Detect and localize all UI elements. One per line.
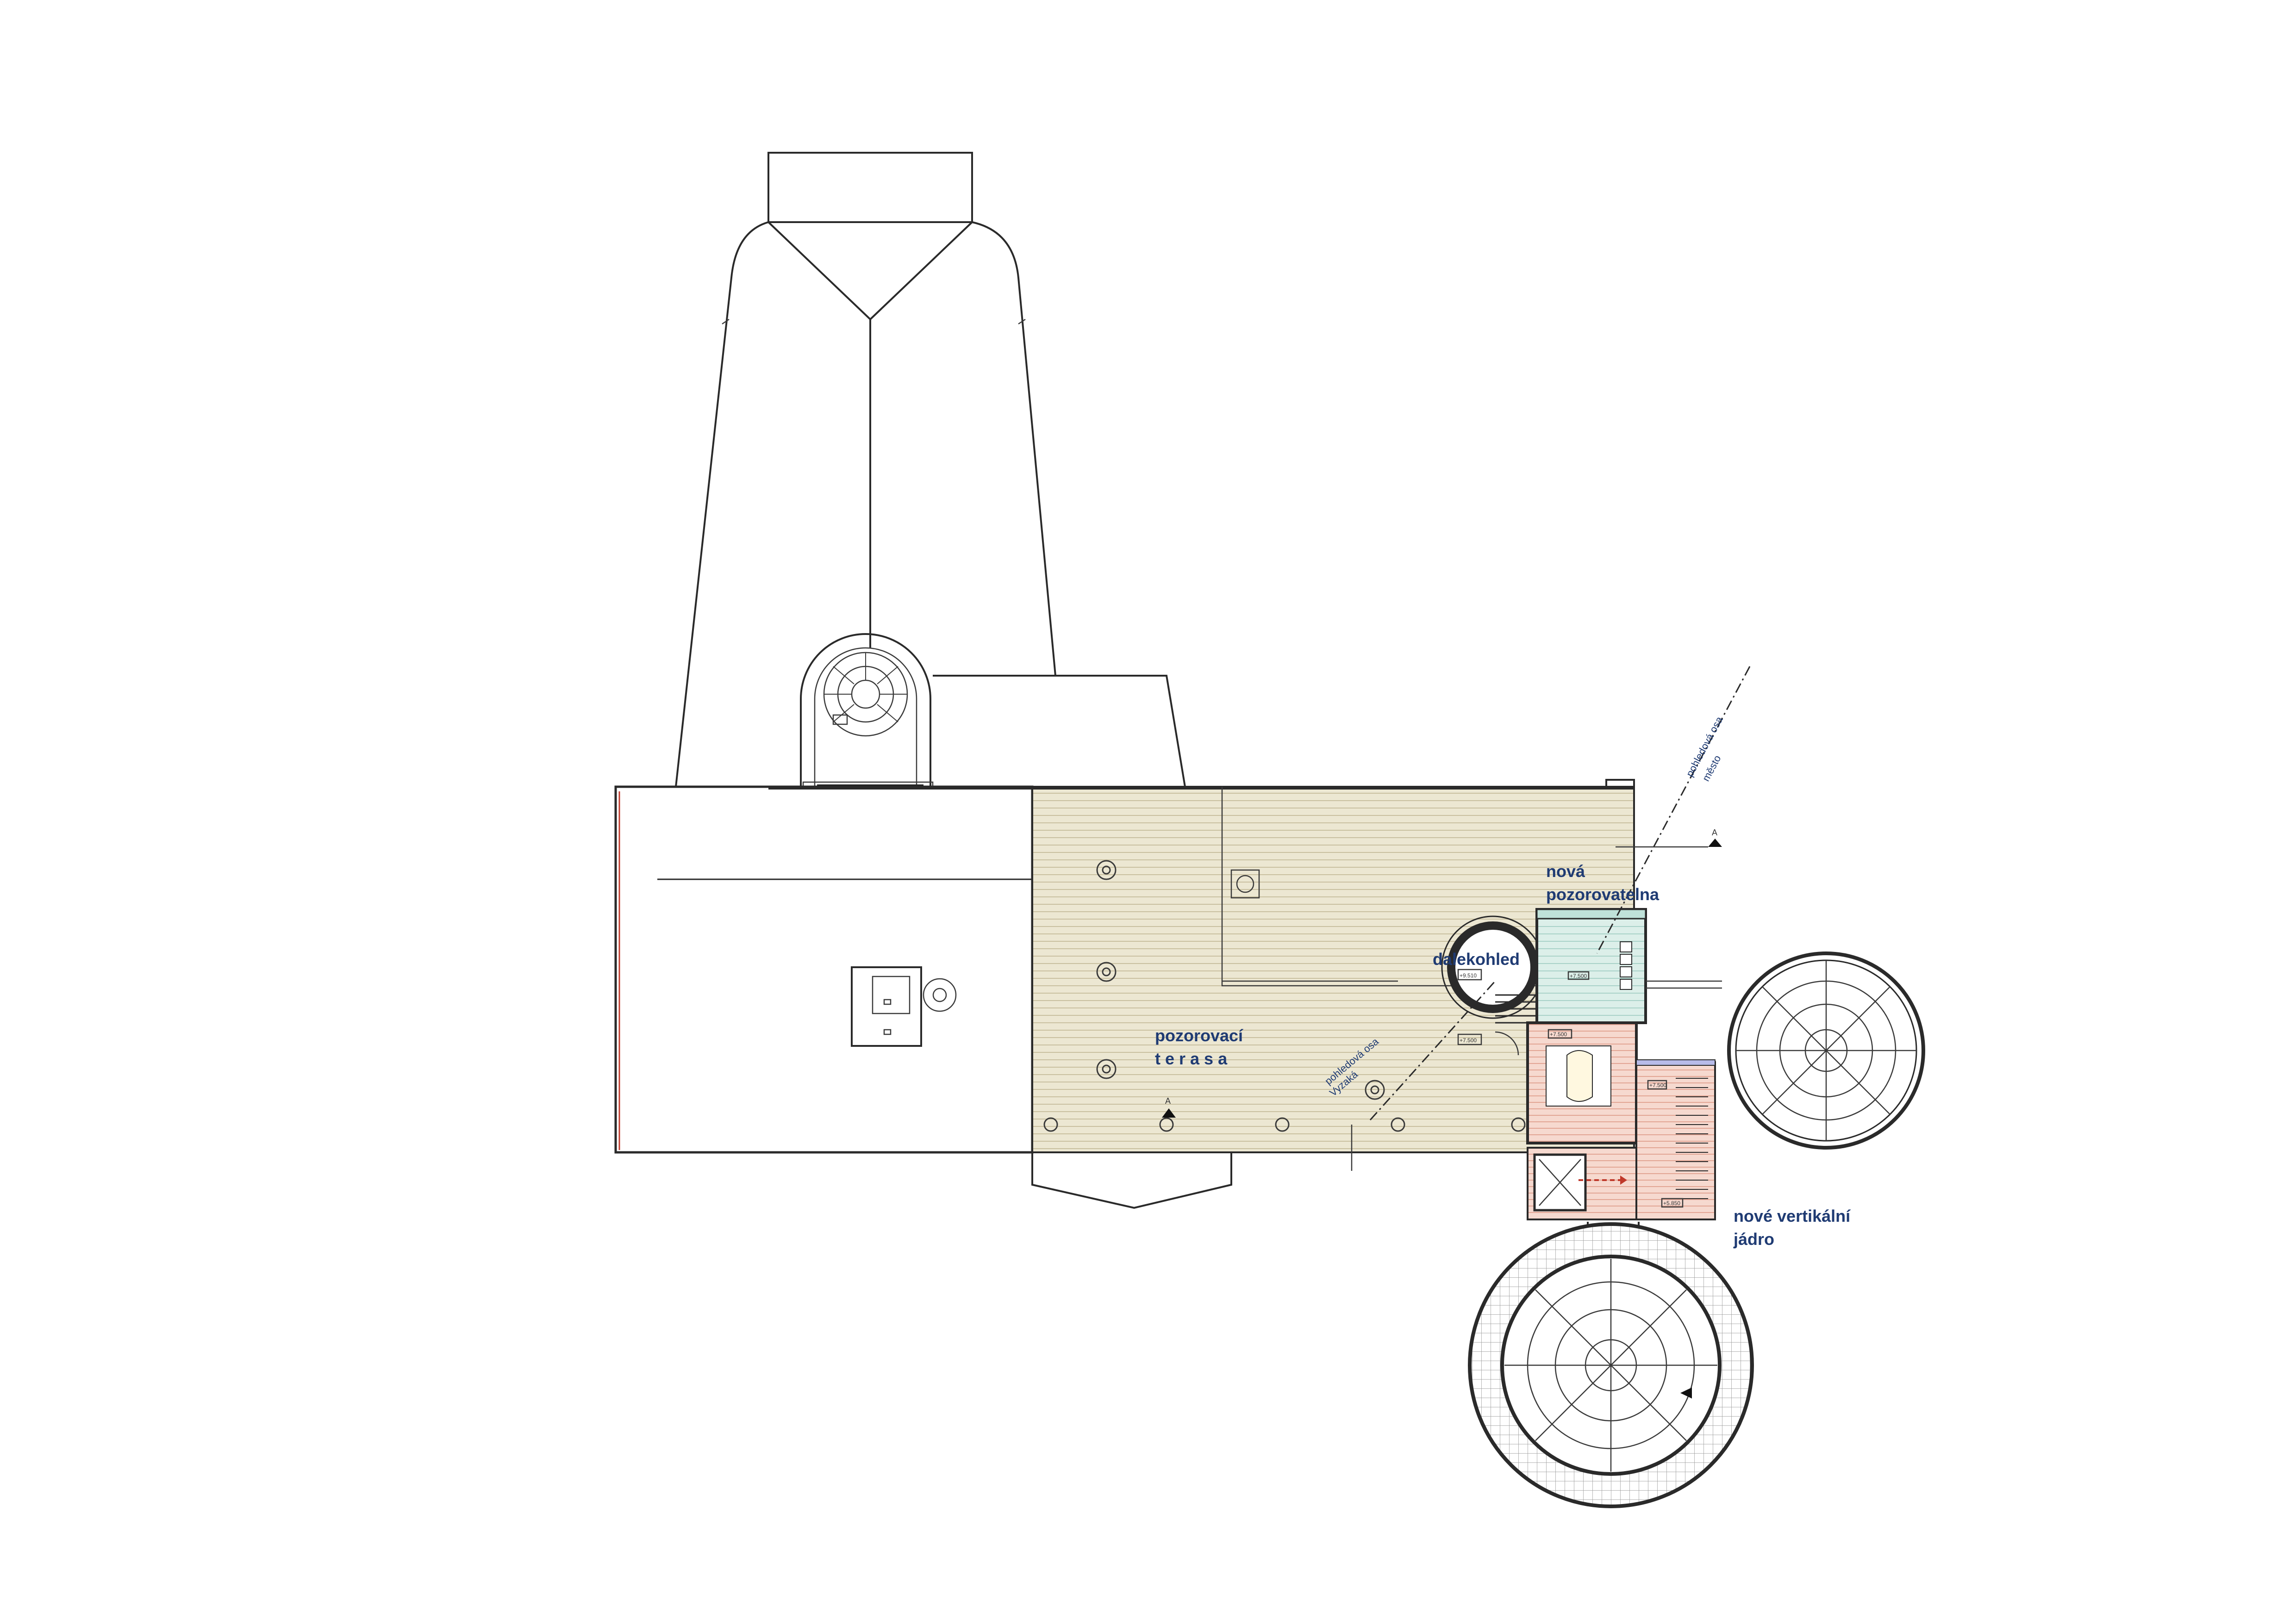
level-core-stair: +7.500 — [1649, 1082, 1666, 1088]
level-core-upper: +7.500 — [1550, 1031, 1567, 1038]
section-arrow-left — [1162, 1108, 1176, 1118]
label-dalekohled: dalekohled — [1433, 950, 1520, 969]
label-section-a-right: A — [1712, 828, 1717, 837]
vertical-core — [1526, 1021, 1716, 1220]
label-nova: nová — [1546, 862, 1585, 881]
label-section-a-left: A — [1165, 1096, 1171, 1106]
dome-right — [1727, 951, 1925, 1150]
label-pozorovatelna: pozorovatelna — [1546, 885, 1660, 904]
section-arrow-right — [1708, 839, 1722, 847]
level-dome: +9.510 — [1460, 972, 1477, 979]
label-nove-vertikalni: nové vertikální — [1734, 1206, 1851, 1225]
level-terrace: +7.500 — [1460, 1037, 1477, 1044]
level-core-lower: +5.850 — [1663, 1200, 1680, 1206]
observatory-room — [1535, 908, 1722, 1024]
main-building — [614, 785, 1034, 1154]
dome-bottom — [1468, 1222, 1754, 1508]
label-pozorovaci: pozorovací — [1155, 1026, 1243, 1045]
level-obs-room: +7.500 — [1570, 973, 1587, 979]
telescope-dome — [1441, 915, 1545, 1056]
sight-axes — [1369, 666, 1751, 1121]
label-terasa: t e r a s a — [1155, 1049, 1228, 1068]
label-jadro: jádro — [1733, 1230, 1774, 1249]
chimney — [675, 152, 1056, 787]
